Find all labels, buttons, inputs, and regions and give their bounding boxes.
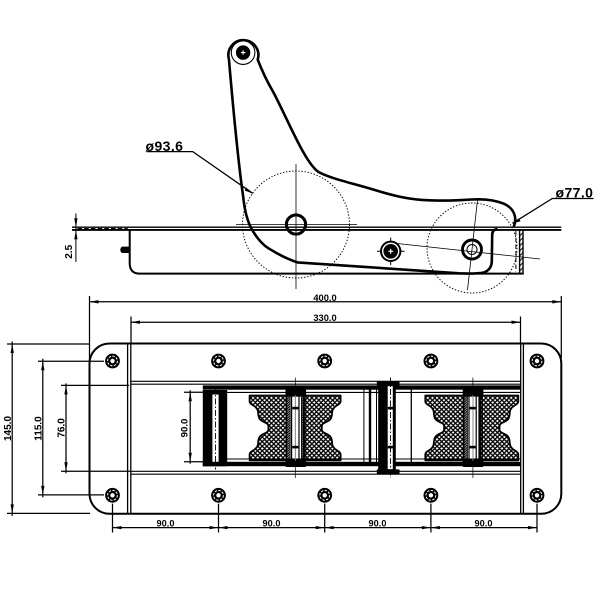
svg-text:400.0: 400.0 [313, 293, 336, 303]
svg-text:2.5: 2.5 [64, 244, 75, 258]
svg-text:76.0: 76.0 [57, 418, 68, 438]
svg-text:90.0: 90.0 [157, 518, 175, 528]
svg-text:90.0: 90.0 [263, 518, 281, 528]
svg-text:90.0: 90.0 [180, 419, 191, 438]
svg-text:145.0: 145.0 [3, 416, 14, 441]
svg-text:ø93.6: ø93.6 [146, 138, 184, 154]
svg-text:115.0: 115.0 [33, 416, 44, 441]
svg-text:90.0: 90.0 [369, 518, 387, 528]
svg-text:330.0: 330.0 [313, 313, 336, 323]
svg-text:ø77.0: ø77.0 [556, 184, 594, 200]
svg-text:90.0: 90.0 [475, 518, 493, 528]
